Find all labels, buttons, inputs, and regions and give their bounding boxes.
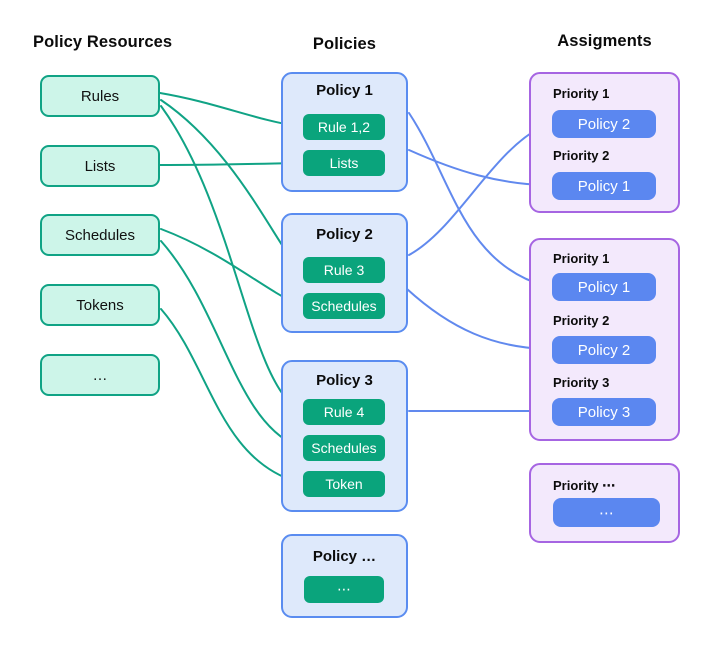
- assignment2-priority2-label: Priority 2: [553, 313, 610, 328]
- resource-box-ellipsis: …: [40, 354, 160, 396]
- assignment2-policy1-item: Policy 1: [552, 273, 656, 301]
- assignment-more-priority-label: Priority ⋯: [553, 478, 616, 493]
- edge-schedules-to-policy2-schedules: [160, 228, 299, 306]
- edge-lists-to-policy1-lists: [159, 157, 299, 169]
- resource-box-rules: Rules: [40, 75, 160, 117]
- policy2-title: Policy 2: [316, 226, 373, 243]
- policies-column-title: Policies: [312, 35, 377, 53]
- edge-policy1-to-assignment1-policy1: [408, 149, 547, 191]
- policy-more-item-ellipsis: ⋯: [304, 576, 384, 603]
- policy-more-title: Policy …: [312, 548, 377, 565]
- edge-rules-to-policy2-rule3: [160, 99, 299, 269]
- assignment2-priority1-label: Priority 1: [553, 251, 610, 266]
- edge-policy1-to-assignment2-policy1: [408, 112, 547, 289]
- resource-box-schedules: Schedules: [40, 214, 160, 256]
- edge-schedules-to-policy3-schedules: [160, 240, 299, 448]
- edge-rules-to-policy3-rule4: [160, 105, 299, 411]
- assignment2-policy3-item: Policy 3: [552, 398, 656, 426]
- assignment2-policy2-item: Policy 2: [552, 336, 656, 364]
- policy3-item-rule4: Rule 4: [303, 399, 385, 425]
- resources-column-title: Policy Resources: [33, 33, 173, 51]
- assignment1-priority1-label: Priority 1: [553, 86, 610, 101]
- policy1-title: Policy 1: [316, 82, 373, 99]
- policy2-item-rule3: Rule 3: [303, 257, 385, 283]
- resource-box-tokens: Tokens: [40, 284, 160, 326]
- policy3-container: [281, 360, 408, 512]
- assignment2-priority3-label: Priority 3: [553, 375, 610, 390]
- assignment-more-policy-item: ⋯: [553, 498, 660, 527]
- policy3-item-schedules: Schedules: [303, 435, 385, 461]
- edge-policy2-to-assignment2-policy2: [406, 288, 547, 355]
- resource-box-lists: Lists: [40, 145, 160, 187]
- assignment1-policy1-item: Policy 1: [552, 172, 656, 200]
- policy1-item-rule12: Rule 1,2: [303, 114, 385, 140]
- assignments-column-title: Assigments: [557, 32, 652, 50]
- policy1-item-lists: Lists: [303, 150, 385, 176]
- policy2-item-schedules: Schedules: [303, 293, 385, 319]
- assignment1-priority2-label: Priority 2: [553, 148, 610, 163]
- assignment1-policy2-item: Policy 2: [552, 110, 656, 138]
- edge-policy2-to-assignment1-policy2: [408, 123, 547, 256]
- edge-tokens-to-policy3-token: [160, 308, 299, 485]
- policy3-item-token: Token: [303, 471, 385, 497]
- policy3-title: Policy 3: [316, 372, 373, 389]
- edge-rules-to-policy1-rule12: [159, 92, 299, 131]
